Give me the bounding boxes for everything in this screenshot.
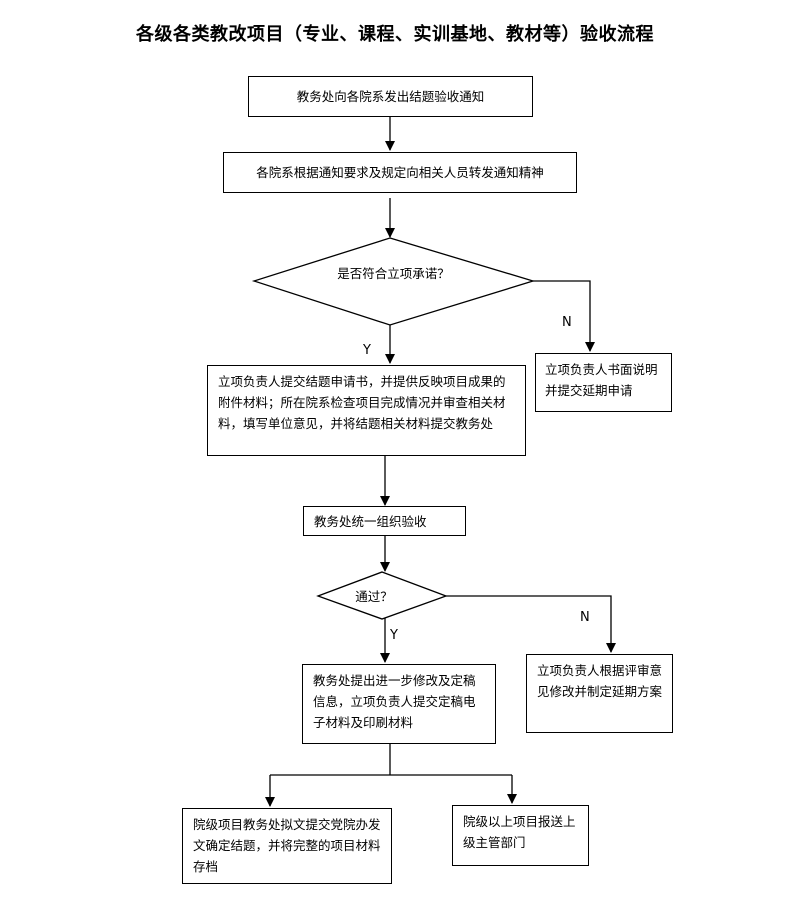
page-title: 各级各类教改项目（专业、课程、实训基地、教材等）验收流程 bbox=[136, 24, 654, 45]
notice-box: 教务处向各院系发出结题验收通知 bbox=[248, 76, 533, 117]
submit-box: 立项负责人提交结题申请书，并提供反映项目成果的附件材料；所在院系检查项目完成情况… bbox=[207, 365, 526, 456]
decision1-no-label: N bbox=[562, 315, 572, 330]
submit-text: 立项负责人提交结题申请书，并提供反映项目成果的附件材料；所在院系检查项目完成情况… bbox=[218, 374, 506, 431]
decision1-diamond bbox=[251, 237, 536, 326]
reject1-box: 立项负责人书面说明并提交延期申请 bbox=[535, 353, 672, 412]
archive-box: 院级项目教务处拟文提交党院办发文确定结题，并将完整的项目材料存档 bbox=[182, 808, 392, 884]
report-box: 院级以上项目报送上级主管部门 bbox=[452, 805, 589, 866]
archive-text: 院级项目教务处拟文提交党院办发文确定结题，并将完整的项目材料存档 bbox=[193, 817, 381, 874]
report-text: 院级以上项目报送上级主管部门 bbox=[463, 814, 576, 850]
finalize-text: 教务处提出进一步修改及定稿信息，立项负责人提交定稿电子材料及印刷材料 bbox=[313, 673, 476, 730]
reject2-text: 立项负责人根据评审意见修改并制定延期方案 bbox=[537, 663, 663, 699]
arrow-decision2-no bbox=[446, 595, 616, 653]
decision2-yes-label: Y bbox=[390, 628, 398, 643]
reject2-box: 立项负责人根据评审意见修改并制定延期方案 bbox=[526, 654, 673, 733]
decision2-diamond bbox=[316, 571, 448, 620]
decision1-text: 是否符合立项承诺？ bbox=[337, 266, 450, 281]
decision2-text: 通过？ bbox=[355, 589, 393, 604]
relay-box: 各院系根据通知要求及规定向相关人员转发通知精神 bbox=[223, 152, 577, 193]
notice-text: 教务处向各院系发出结题验收通知 bbox=[296, 89, 485, 104]
relay-text: 各院系根据通知要求及规定向相关人员转发通知精神 bbox=[256, 165, 544, 180]
decision2-no-label: N bbox=[580, 610, 590, 625]
arrow-decision1-no bbox=[533, 280, 595, 352]
reject1-text: 立项负责人书面说明并提交延期申请 bbox=[545, 362, 658, 398]
finalize-box: 教务处提出进一步修改及定稿信息，立项负责人提交定稿电子材料及印刷材料 bbox=[302, 664, 496, 744]
decision1-yes-label: Y bbox=[363, 343, 371, 358]
organize-text: 教务处统一组织验收 bbox=[314, 514, 427, 529]
organize-box: 教务处统一组织验收 bbox=[303, 506, 466, 536]
